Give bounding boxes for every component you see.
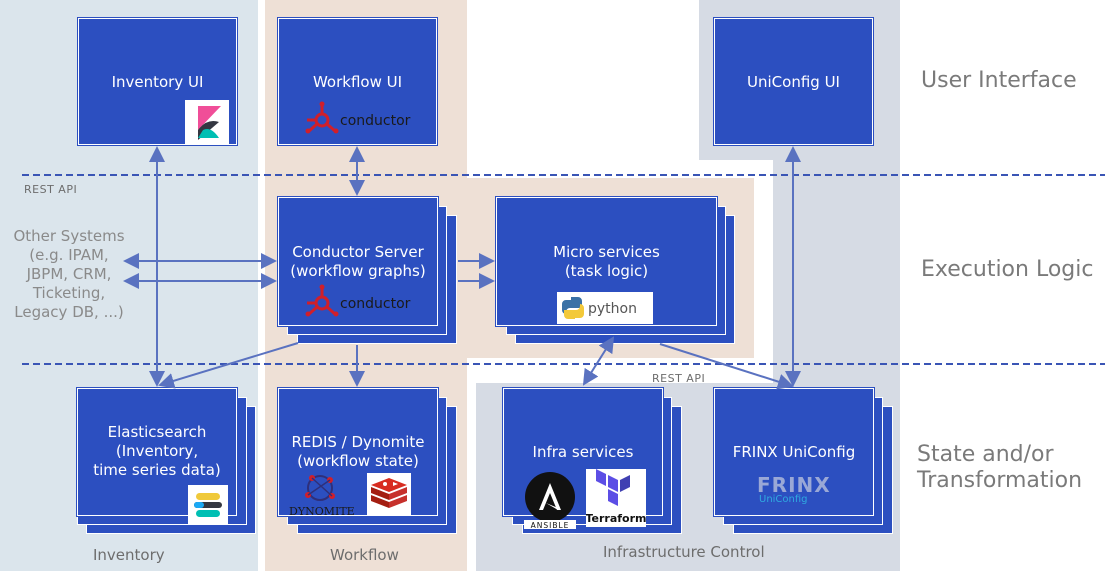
python-icon: python [557, 292, 653, 324]
frinx-uniconfig-title: FRINX UniConfig [732, 443, 856, 461]
ansible-logo-text: ANSIBLE [531, 521, 570, 529]
frinx-uniconfig-box[interactable]: FRINX UniConfig FRINX UniConfig [714, 388, 874, 516]
kibana-icon [185, 100, 229, 144]
layer-state-transformation: State and/or Transformation [917, 442, 1083, 493]
inventory-ui-box[interactable]: Inventory UI [78, 18, 237, 145]
micro-services-title: Micro services (task logic) [553, 243, 660, 280]
dynomite-logo-text: DYNOMITE [289, 505, 355, 517]
dynomite-icon: DYNOMITE [285, 471, 365, 518]
redis-box[interactable]: REDIS / Dynomite (workflow state) DYNOMI… [278, 388, 438, 518]
workflow-ui-box[interactable]: Workflow UI conductor [278, 18, 437, 145]
conductor-icon: conductor [305, 101, 425, 135]
micro-services-box[interactable]: Micro services (task logic) python [496, 197, 717, 326]
workflow-ui-title: Workflow UI [312, 73, 403, 91]
zone-label-infrastructure: Infrastructure Control [603, 543, 765, 561]
uniconfig-ui-title: UniConfig UI [747, 73, 840, 91]
zone-label-workflow: Workflow [330, 546, 399, 564]
layer-execution-logic: Execution Logic [921, 257, 1094, 282]
redis-icon [367, 473, 411, 515]
conductor-logo-text: conductor [340, 113, 411, 129]
frinx-icon: FRINX UniConfig [757, 473, 837, 507]
frinx-logo-text: FRINX [757, 473, 831, 497]
python-logo-text: python [588, 301, 637, 317]
infra-services-box[interactable]: Infra services ANSIBLE Terraform [503, 388, 663, 530]
infra-services-title: Infra services [532, 443, 634, 461]
uniconfig-ui-box[interactable]: UniConfig UI [714, 18, 873, 145]
redis-title: REDIS / Dynomite (workflow state) [291, 433, 425, 470]
conductor-server-box[interactable]: Conductor Server (workflow graphs) condu… [278, 197, 438, 326]
terraform-icon: Terraform [585, 469, 647, 527]
inventory-ui-title: Inventory UI [111, 73, 204, 91]
other-systems-label: Other Systems (e.g. IPAM, JBPM, CRM, Tic… [13, 227, 125, 321]
layer-user-interface: User Interface [921, 68, 1077, 93]
rest-api-label-top: REST API [24, 183, 78, 196]
ansible-icon: ANSIBLE [524, 471, 576, 530]
conductor-server-title: Conductor Server (workflow graphs) [290, 243, 426, 280]
rest-api-label-bottom: REST API [652, 372, 706, 385]
conductor-logo-text: conductor [340, 296, 411, 312]
elasticsearch-title: Elasticsearch (Inventory, time series da… [93, 423, 221, 479]
elastic-icon [188, 485, 228, 525]
elasticsearch-box[interactable]: Elasticsearch (Inventory, time series da… [77, 388, 237, 525]
conductor-icon: conductor [305, 284, 425, 318]
uniconfig-logo-text: UniConfig [759, 494, 808, 505]
terraform-logo-text: Terraform [586, 512, 646, 525]
zone-label-inventory: Inventory [93, 546, 165, 564]
